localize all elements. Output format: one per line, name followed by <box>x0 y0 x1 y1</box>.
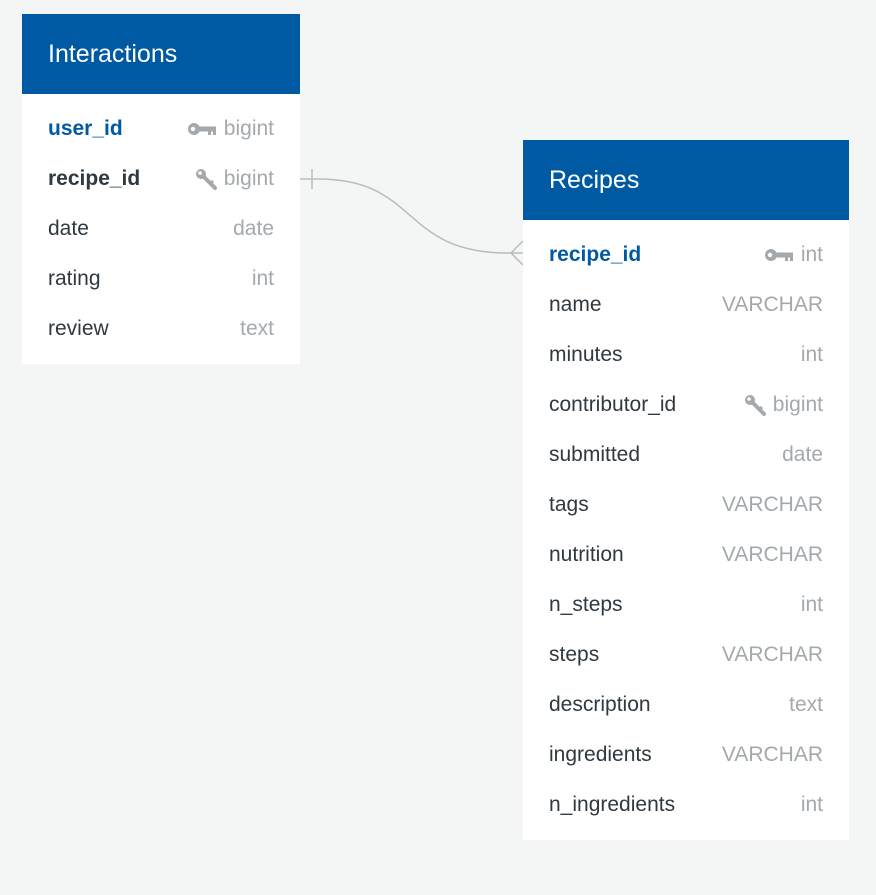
column-name: nutrition <box>549 543 624 566</box>
column-row[interactable]: date date <box>22 204 300 254</box>
column-type-label: int <box>800 593 823 616</box>
column-name: review <box>48 317 109 340</box>
column-name: recipe_id <box>48 167 141 190</box>
foreign-key-icon <box>195 168 217 190</box>
column-row[interactable]: user_id bigint <box>22 104 300 154</box>
column-row[interactable]: contributor_id bigint <box>523 380 849 430</box>
column-type: VARCHAR <box>722 643 823 667</box>
column-row[interactable]: steps VARCHAR <box>523 630 849 680</box>
column-type-label: date <box>782 443 823 466</box>
column-name: n_steps <box>549 593 623 616</box>
column-type-label: VARCHAR <box>721 493 823 516</box>
column-row[interactable]: nutrition VARCHAR <box>523 530 849 580</box>
column-type-label: VARCHAR <box>721 293 823 316</box>
column-type-label: int <box>251 267 274 290</box>
column-type-label: VARCHAR <box>721 543 823 566</box>
column-name: n_ingredients <box>549 793 676 816</box>
column-name: date <box>48 217 89 240</box>
column-type-label: int <box>800 793 823 816</box>
column-row[interactable]: rating int <box>22 254 300 304</box>
column-type-label: text <box>240 317 274 340</box>
column-type-label: bigint <box>772 393 823 416</box>
column-name: minutes <box>549 343 623 366</box>
column-type-label: VARCHAR <box>721 643 823 666</box>
column-row[interactable]: description text <box>523 680 849 730</box>
column-name: tags <box>549 493 589 516</box>
column-type-label: text <box>789 693 823 716</box>
column-type: VARCHAR <box>722 743 823 767</box>
column-name: user_id <box>48 117 123 140</box>
table-title[interactable]: Recipes <box>523 140 849 220</box>
column-type: date <box>782 443 823 467</box>
column-row[interactable]: ingredients VARCHAR <box>523 730 849 780</box>
column-name: ingredients <box>549 743 652 766</box>
column-row[interactable]: tags VARCHAR <box>523 480 849 530</box>
column-type-label: date <box>233 217 274 240</box>
column-row[interactable]: name VARCHAR <box>523 280 849 330</box>
column-type: text <box>240 317 274 341</box>
column-row[interactable]: recipe_id bigint <box>22 154 300 204</box>
column-row[interactable]: n_ingredients int <box>523 780 849 830</box>
foreign-key-icon <box>744 394 766 416</box>
column-type: int <box>801 343 823 367</box>
table-title[interactable]: Interactions <box>22 14 300 94</box>
many-cardinality-crowfoot <box>510 240 524 266</box>
column-type: int <box>252 267 274 291</box>
column-type: date <box>233 217 274 241</box>
column-name: submitted <box>549 443 641 466</box>
column-name: rating <box>48 267 101 290</box>
column-name: recipe_id <box>549 243 642 266</box>
column-row[interactable]: submitted date <box>523 430 849 480</box>
column-type-label: bigint <box>223 117 274 140</box>
column-type: VARCHAR <box>722 493 823 517</box>
column-type-label: bigint <box>223 167 274 190</box>
column-type: int <box>801 593 823 617</box>
column-type-label: int <box>800 343 823 366</box>
key-icon <box>764 248 794 262</box>
column-name: steps <box>549 643 600 666</box>
column-type: bigint <box>187 117 274 141</box>
column-row[interactable]: minutes int <box>523 330 849 380</box>
column-name: name <box>549 293 602 316</box>
column-name: contributor_id <box>549 393 677 416</box>
column-type-label: int <box>800 243 823 266</box>
column-name: description <box>549 693 651 716</box>
column-type: text <box>789 693 823 717</box>
column-type: int <box>801 793 823 817</box>
column-row[interactable]: review text <box>22 304 300 354</box>
column-row[interactable]: n_steps int <box>523 580 849 630</box>
column-type: VARCHAR <box>722 293 823 317</box>
column-type: bigint <box>195 167 274 191</box>
column-type-label: VARCHAR <box>721 743 823 766</box>
column-type: bigint <box>744 393 823 417</box>
key-icon <box>187 122 217 136</box>
relation-line[interactable] <box>300 178 523 254</box>
column-row[interactable]: recipe_id int <box>523 230 849 280</box>
relation-interactions-recipes[interactable] <box>300 169 524 266</box>
column-type: VARCHAR <box>722 543 823 567</box>
column-type: int <box>764 243 823 267</box>
